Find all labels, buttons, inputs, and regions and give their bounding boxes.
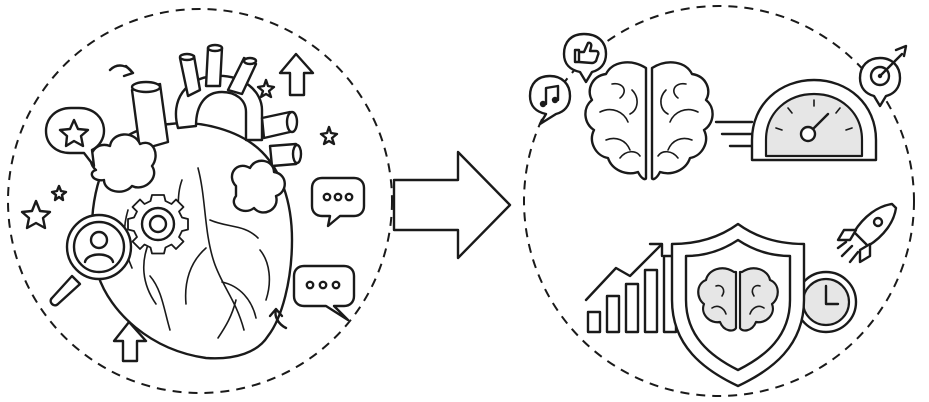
speedometer-icon [750, 78, 878, 162]
thumbs-up-bubble-icon [562, 32, 608, 84]
left-circle-group [7, 8, 393, 394]
gear-icon [127, 194, 189, 255]
up-arrow-icon [278, 52, 315, 97]
clock-icon [794, 270, 858, 334]
star-speech-bubble-icon [44, 106, 106, 168]
anatomical-heart-icon [89, 43, 303, 360]
brain-icon [584, 61, 714, 181]
star-icon [20, 199, 52, 230]
curved-arrow-icon [268, 307, 288, 330]
ellipsis-speech-bubble-icon [310, 176, 366, 228]
rocket-icon [836, 202, 898, 264]
up-arrow-icon [112, 320, 148, 363]
speed-lines [714, 120, 754, 148]
star-icon [319, 125, 339, 146]
right-arrow-icon [392, 150, 512, 260]
right-circle-group [523, 5, 915, 397]
target-dart-icon [858, 44, 908, 108]
growth-bar-chart-icon [584, 242, 678, 334]
music-note-bubble-icon [528, 74, 572, 126]
shield-brain-icon [670, 222, 806, 388]
star-icon [256, 78, 276, 99]
curved-arrow-icon [108, 64, 135, 78]
left-dashed-circle [7, 8, 393, 394]
magnifier-user-icon [49, 213, 133, 307]
ellipsis-speech-bubble-icon [292, 264, 356, 322]
star-icon [50, 184, 68, 202]
right-dashed-circle [523, 5, 915, 397]
